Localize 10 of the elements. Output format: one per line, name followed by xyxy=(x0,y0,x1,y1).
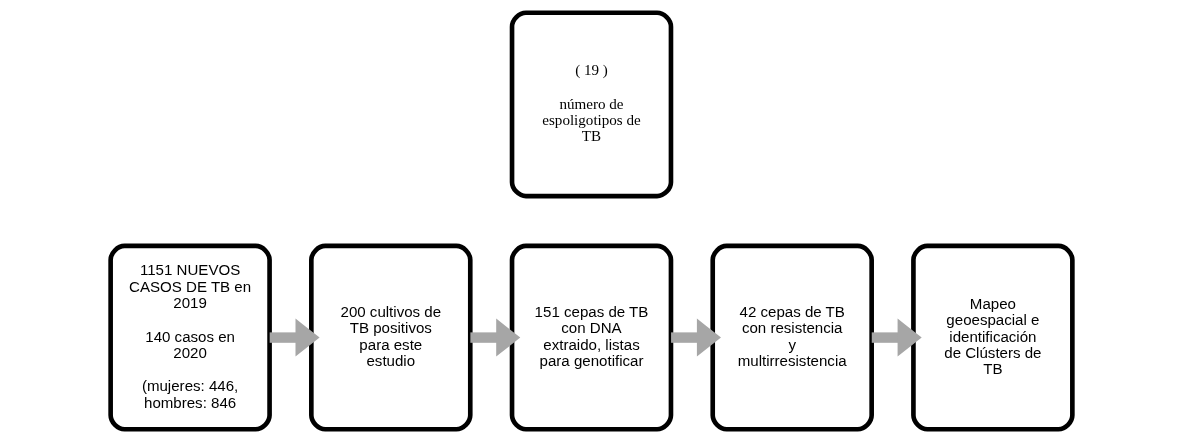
node-box: ( 19 ) número de espoligotipos de TB xyxy=(509,10,674,199)
arrow xyxy=(671,318,721,357)
node-box: 200 cultivos de TB positivos para este estudio xyxy=(309,243,473,432)
node-box: 1151 NUEVOS CASOS DE TB en 2019 140 casos en 2020 (mujeres: 446, hombres: 846 xyxy=(108,243,272,432)
node-box: 42 cepas de TB con resistencia y multirresistencia xyxy=(710,243,874,432)
arrow xyxy=(871,318,922,357)
node-box: Mapeo geoespacial e identificación de Clústers de TB xyxy=(911,243,1075,432)
arrow xyxy=(470,318,521,357)
node-box: 151 cepas de TB con DNA extraido, listas para genotificar xyxy=(509,243,674,432)
arrow xyxy=(269,318,320,357)
